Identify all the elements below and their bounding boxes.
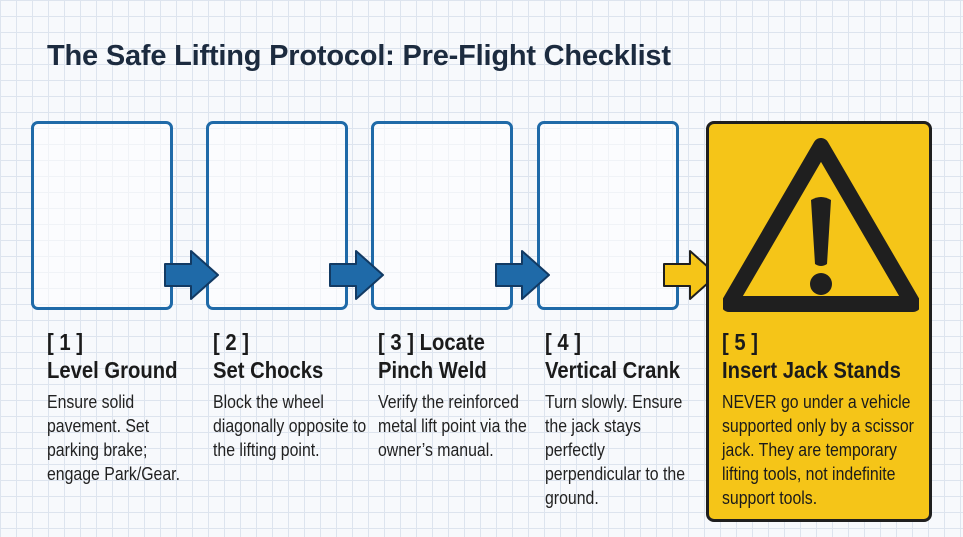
warning-card bbox=[706, 121, 932, 522]
arrow-right-icon bbox=[495, 250, 550, 300]
page-title: The Safe Lifting Protocol: Pre-Flight Ch… bbox=[47, 40, 671, 72]
step-description: Ensure solid pavement. Set parking brake… bbox=[47, 392, 180, 484]
step-name: Vertical Crank bbox=[545, 357, 681, 383]
step-name: Pinch Weld bbox=[378, 357, 487, 383]
step-name: Insert Jack Stands bbox=[722, 357, 901, 383]
step-number: [ 5 ] bbox=[722, 329, 758, 355]
step-5: [ 5 ] Insert Jack Stands NEVER go under … bbox=[722, 328, 922, 510]
arrow-right-icon bbox=[329, 250, 384, 300]
step-2-image-box bbox=[206, 121, 348, 310]
step-number: [ 2 ] bbox=[213, 329, 249, 355]
step-1-image-box bbox=[31, 121, 173, 310]
step-name: Set Chocks bbox=[213, 357, 324, 383]
step-description: Block the wheel diagonally opposite to t… bbox=[213, 392, 367, 460]
step-number: [ 1 ] bbox=[47, 329, 83, 355]
step-3-image-box bbox=[371, 121, 513, 310]
step-name: Level Ground bbox=[47, 357, 178, 383]
step-description: NEVER go under a vehicle supported only … bbox=[722, 392, 914, 508]
step-number: [ 4 ] bbox=[545, 329, 581, 355]
warning-triangle-icon bbox=[723, 138, 919, 312]
step-4: [ 4 ] Vertical Crank Turn slowly. Ensure… bbox=[545, 328, 705, 510]
arrow-right-icon bbox=[663, 250, 718, 300]
step-4-image-box bbox=[537, 121, 679, 310]
step-2: [ 2 ] Set Chocks Block the wheel diagona… bbox=[213, 328, 373, 462]
step-description: Turn slowly. Ensure the jack stays perfe… bbox=[545, 392, 686, 508]
step-1: [ 1 ] Level Ground Ensure solid pavement… bbox=[47, 328, 207, 486]
step-3: [ 3 ] Locate Pinch Weld Verify the reinf… bbox=[378, 328, 538, 462]
arrow-right-icon bbox=[164, 250, 219, 300]
step-description: Verify the reinforced metal lift point v… bbox=[378, 392, 527, 460]
step-number: [ 3 ] Locate bbox=[378, 329, 485, 355]
